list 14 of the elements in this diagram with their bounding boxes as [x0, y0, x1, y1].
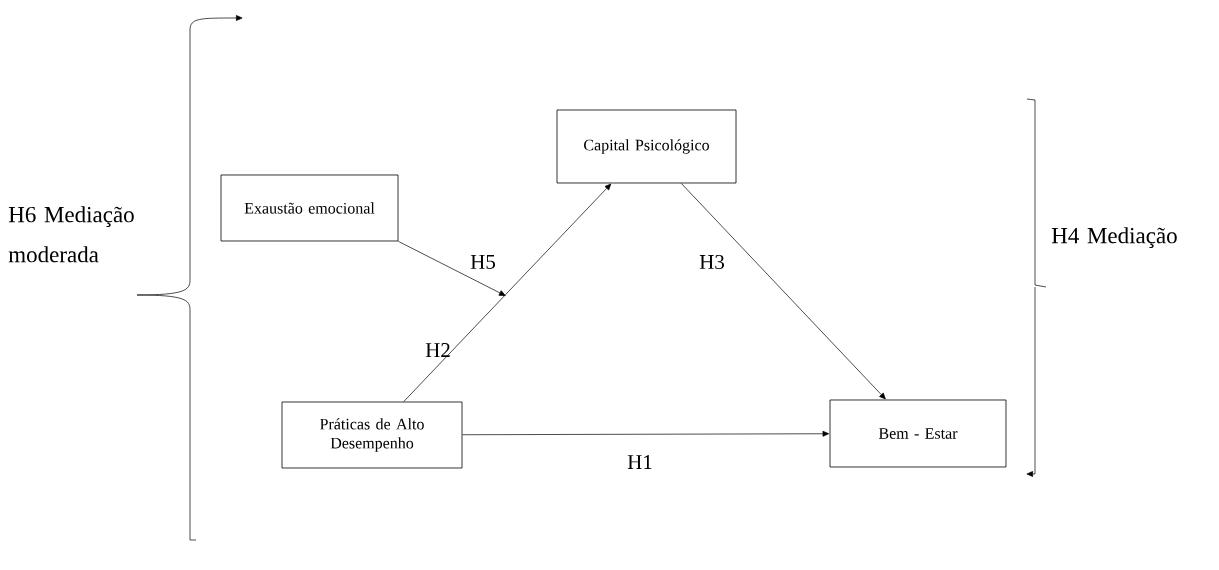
arrow [403, 183, 612, 402]
construct-box: Práticas de Alto Desempenho [281, 401, 463, 469]
hypothesis-label: H4 Mediação [1051, 227, 1177, 249]
construct-box: Capital Psicológico [556, 109, 737, 184]
arrow [680, 183, 886, 400]
construct-box: Exaustão emocional [220, 174, 399, 242]
hypothesis-label: H6 Mediação moderada [8, 206, 134, 263]
arrow [398, 241, 506, 296]
edge-label: H3 [699, 254, 724, 270]
edge-label: H2 [425, 343, 450, 357]
edge-label: H1 [627, 455, 652, 469]
construct-box: Bem - Estar [829, 399, 1007, 468]
arrow [462, 430, 830, 437]
edge-label: H5 [470, 255, 495, 269]
